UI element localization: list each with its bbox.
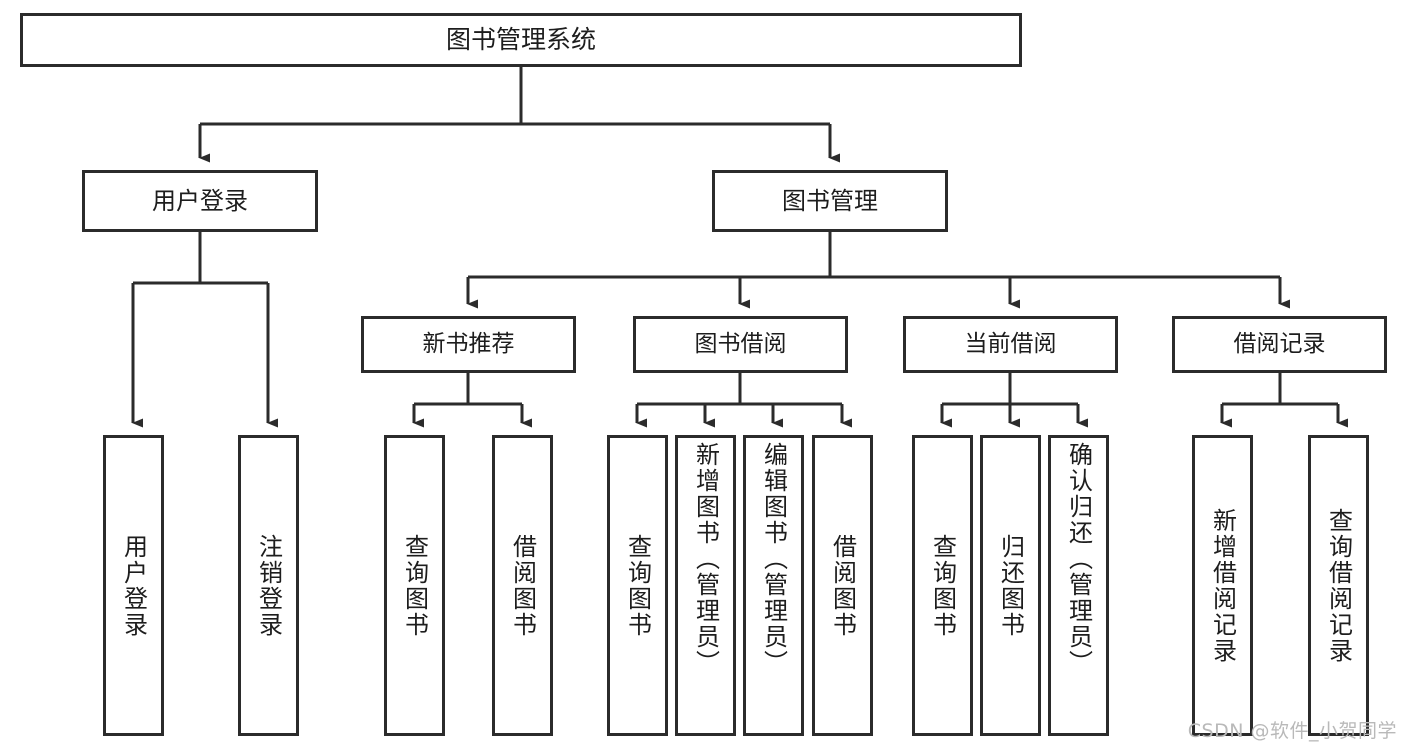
node-label: 借阅图书 — [508, 533, 537, 638]
node-label: 图书管理系统 — [445, 25, 596, 54]
node-label: 图书管理 — [782, 186, 878, 215]
node-leaf-borrow-book-1[interactable]: 借阅图书 — [492, 435, 553, 736]
node-leaf-return-book[interactable]: 归还图书 — [980, 435, 1041, 736]
node-label: 新增图书（管理员） — [691, 442, 720, 676]
node-label: 用户登录 — [152, 186, 248, 215]
node-book-manage[interactable]: 图书管理 — [712, 170, 948, 232]
node-label: 查询图书 — [400, 533, 429, 638]
node-leaf-user-login[interactable]: 用户登录 — [103, 435, 164, 736]
node-label: 新增借阅记录 — [1208, 507, 1237, 664]
node-borrow-record[interactable]: 借阅记录 — [1172, 316, 1387, 373]
node-current-borrow[interactable]: 当前借阅 — [903, 316, 1118, 373]
node-leaf-add-book[interactable]: 新增图书（管理员） — [675, 435, 736, 736]
node-leaf-confirm-return[interactable]: 确认归还（管理员） — [1048, 435, 1109, 736]
node-label: 注销登录 — [254, 533, 283, 638]
node-new-book-recommend[interactable]: 新书推荐 — [361, 316, 576, 373]
node-leaf-query-book-3[interactable]: 查询图书 — [912, 435, 973, 736]
node-leaf-add-record[interactable]: 新增借阅记录 — [1192, 435, 1253, 736]
node-leaf-edit-book[interactable]: 编辑图书（管理员） — [743, 435, 804, 736]
node-leaf-user-logout[interactable]: 注销登录 — [238, 435, 299, 736]
node-user-login[interactable]: 用户登录 — [82, 170, 318, 232]
node-label: 编辑图书（管理员） — [759, 442, 788, 676]
node-label: 查询借阅记录 — [1324, 507, 1353, 664]
node-leaf-borrow-book-2[interactable]: 借阅图书 — [812, 435, 873, 736]
node-leaf-query-record[interactable]: 查询借阅记录 — [1308, 435, 1369, 736]
node-label: 查询图书 — [928, 533, 957, 638]
node-label: 查询图书 — [623, 533, 652, 638]
node-root-book-management-system[interactable]: 图书管理系统 — [20, 13, 1022, 67]
node-label: 借阅记录 — [1233, 330, 1326, 357]
node-label: 借阅图书 — [828, 533, 857, 638]
node-label: 图书借阅 — [694, 330, 787, 357]
node-label: 归还图书 — [996, 533, 1025, 638]
node-label: 用户登录 — [119, 533, 148, 638]
watermark-text: CSDN @软件_小贺同学 — [1187, 720, 1397, 742]
node-book-borrow[interactable]: 图书借阅 — [633, 316, 848, 373]
node-label: 当前借阅 — [964, 330, 1057, 357]
node-leaf-query-book-1[interactable]: 查询图书 — [384, 435, 445, 736]
node-leaf-query-book-2[interactable]: 查询图书 — [607, 435, 668, 736]
node-label: 确认归还（管理员） — [1064, 442, 1093, 676]
node-label: 新书推荐 — [422, 330, 515, 357]
